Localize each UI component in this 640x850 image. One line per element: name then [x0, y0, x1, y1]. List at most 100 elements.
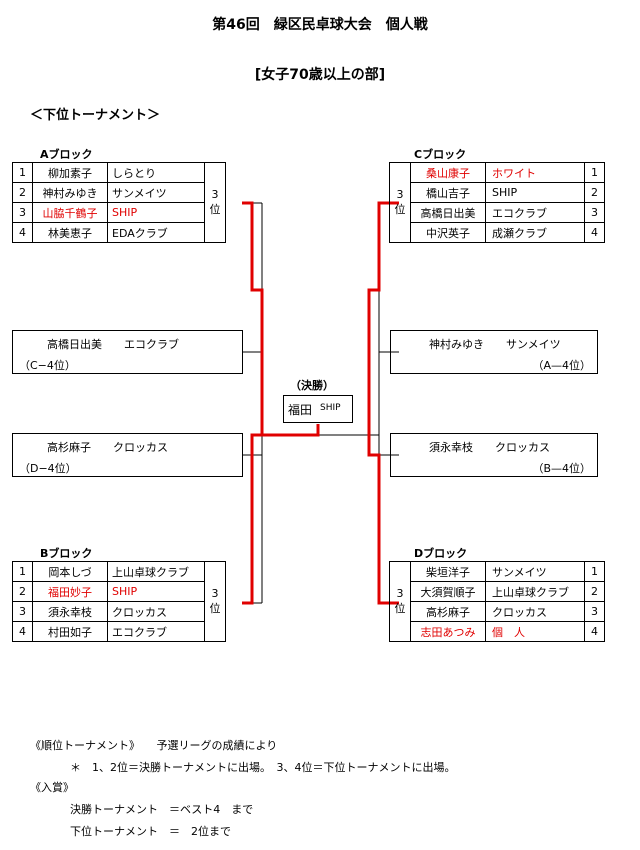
table-row: 中沢英子 成瀬クラブ 4	[390, 222, 605, 243]
notes-line-2: ＊ 1、2位＝決勝トーナメントに出場。 3、4位＝下位トーナメントに出場。	[70, 761, 456, 774]
player-name: 山脇千鶴子	[32, 202, 108, 223]
entry-number: 1	[12, 561, 33, 582]
block-d-label: Dブロック	[414, 547, 468, 560]
seed-entry: 須永幸枝 クロッカス	[429, 441, 550, 454]
table-row: 4 林美恵子 EDAクラブ	[12, 222, 226, 243]
seed-entry: 神村みゆき サンメイツ	[429, 338, 561, 351]
table-row: 2 福田妙子 SHIP	[12, 581, 226, 602]
table-row: 4 村田如子 エコクラブ	[12, 621, 226, 642]
table-row: 3 山脇千鶴子 SHIP	[12, 202, 226, 223]
entry-number: 3	[584, 202, 605, 223]
table-row: 高杉麻子 クロッカス 3	[390, 601, 605, 622]
table-row: 大須賀順子 上山卓球クラブ 2	[390, 581, 605, 602]
seed-box-d4: 高杉麻子 クロッカス （D−4位）	[12, 433, 243, 477]
seed-note: （C−4位）	[19, 359, 76, 372]
entry-number: 1	[584, 561, 605, 582]
team-name: エコクラブ	[107, 621, 205, 642]
entry-number: 1	[584, 162, 605, 183]
player-name: 林美恵子	[32, 222, 108, 243]
player-name: 柴垣洋子	[410, 561, 486, 582]
player-name: 岡本しづ	[32, 561, 108, 582]
team-name: 個 人	[485, 621, 585, 642]
team-name: 上山卓球クラブ	[107, 561, 205, 582]
block-b-label: Bブロック	[40, 547, 93, 560]
team-name: クロッカス	[485, 601, 585, 622]
notes-line-4: 決勝トーナメント ＝ベスト4 まで	[70, 803, 254, 816]
table-row: 志田あつみ 個 人 4	[390, 621, 605, 642]
final-winner-team: SHIP	[320, 403, 341, 413]
entry-number: 3	[12, 601, 33, 622]
entry-number: 2	[584, 581, 605, 602]
entry-number: 4	[12, 222, 33, 243]
entry-number: 4	[584, 222, 605, 243]
team-name: サンメイツ	[485, 561, 585, 582]
team-name: 成瀬クラブ	[485, 222, 585, 243]
seed-box-b4: 須永幸枝 クロッカス （B—4位）	[390, 433, 598, 477]
team-name: クロッカス	[107, 601, 205, 622]
player-name: 桑山康子	[410, 162, 486, 183]
entry-number: 3	[12, 202, 33, 223]
team-name: 上山卓球クラブ	[485, 581, 585, 602]
player-name: 高杉麻子	[410, 601, 486, 622]
seed-note: （B—4位）	[532, 462, 591, 475]
table-row: 橋山吉子 SHIP 2	[390, 182, 605, 203]
team-name: エコクラブ	[485, 202, 585, 223]
table-row: 高橋日出美 エコクラブ 3	[390, 202, 605, 223]
entry-number: 3	[584, 601, 605, 622]
player-name: 志田あつみ	[410, 621, 486, 642]
player-name: 橋山吉子	[410, 182, 486, 203]
section-title: ＜下位トーナメント＞	[30, 108, 161, 123]
seed-note: （D−4位）	[19, 462, 77, 475]
page-title: 第46回 緑区民卓球大会 個人戦	[212, 17, 428, 33]
table-row: 2 神村みゆき サンメイツ	[12, 182, 226, 203]
team-name: サンメイツ	[107, 182, 205, 203]
seed-entry: 高杉麻子 クロッカス	[47, 441, 168, 454]
player-name: 須永幸枝	[32, 601, 108, 622]
entry-number: 4	[12, 621, 33, 642]
category-title: [女子70歳以上の部]	[254, 67, 386, 83]
team-name: ホワイト	[485, 162, 585, 183]
seed-entry: 高橋日出美 エコクラブ	[47, 338, 179, 351]
player-name: 柳加素子	[32, 162, 108, 183]
notes-line-5: 下位トーナメント ＝ 2位まで	[70, 825, 231, 838]
block-a-label: Aブロック	[40, 148, 93, 161]
player-name: 高橋日出美	[410, 202, 486, 223]
bracket-red-lines	[242, 201, 399, 605]
notes-line-1: 《順位トーナメント》 予選リーグの成績により	[30, 739, 278, 752]
team-name: しらとり	[107, 162, 205, 183]
entry-number: 4	[584, 621, 605, 642]
player-name: 大須賀順子	[410, 581, 486, 602]
team-name: SHIP	[485, 182, 585, 203]
final-label: （決勝）	[290, 379, 334, 392]
team-name: EDAクラブ	[107, 222, 205, 243]
seed-box-c4: 高橋日出美 エコクラブ （C−4位）	[12, 330, 243, 374]
table-row: 3 須永幸枝 クロッカス	[12, 601, 226, 622]
notes-line-3: 《入賞》	[30, 781, 74, 794]
entry-number: 1	[12, 162, 33, 183]
entry-number: 2	[584, 182, 605, 203]
seed-note: （A—4位）	[532, 359, 591, 372]
entry-number: 2	[12, 581, 33, 602]
player-name: 中沢英子	[410, 222, 486, 243]
player-name: 神村みゆき	[32, 182, 108, 203]
team-name: SHIP	[107, 581, 205, 602]
block-c-label: Cブロック	[414, 148, 467, 161]
final-winner-name: 福田	[288, 403, 313, 417]
